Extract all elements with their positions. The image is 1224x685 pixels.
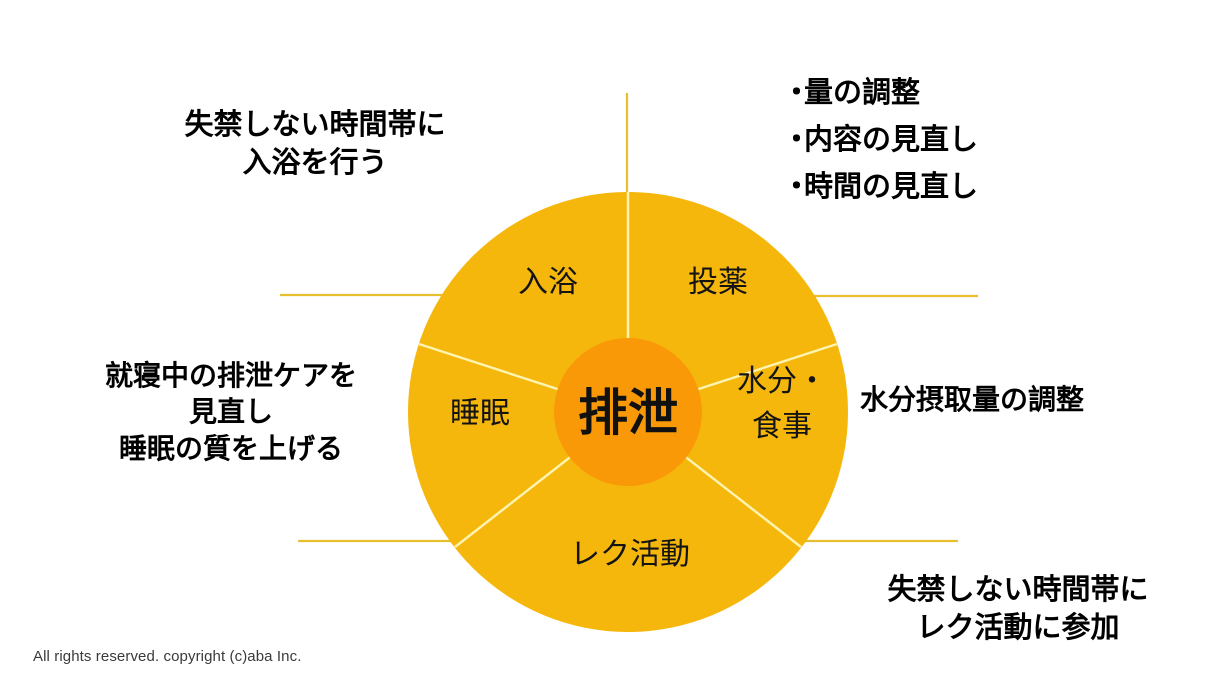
bullet-glyph-icon: ・ <box>782 123 812 156</box>
callout-medication-item-2: ・内容の見直し <box>782 117 1082 164</box>
divider-upper-right <box>627 342 838 414</box>
wheel-hub-label: 排泄 <box>578 385 678 441</box>
callout-recreation: 失禁しない時間帯に レク活動に参加 <box>887 574 1149 644</box>
callout-hydration: 水分摂取量の調整 <box>860 384 1085 415</box>
callout-medication-item-3-label: 時間の見直し <box>804 170 979 203</box>
callout-sleep: 就寝中の排泄ケアを 見直し 睡眠の質を上げる <box>104 360 357 464</box>
wheel-segment-dividers <box>418 192 838 548</box>
copyright-footer: All rights reserved. copyright (c)aba In… <box>33 648 302 665</box>
callout-medication-item-1-label: 量の調整 <box>804 77 921 109</box>
callout-medication: ・量の調整 ・内容の見直し ・時間の見直し <box>782 70 1082 211</box>
bullet-glyph-icon: ・ <box>782 77 812 109</box>
divider-lower-left <box>454 411 629 548</box>
callout-medication-item-1: ・量の調整 <box>782 70 1082 117</box>
bullet-glyph-icon: ・ <box>782 170 812 203</box>
callout-medication-item-2-label: 内容の見直し <box>804 123 979 156</box>
wheel-outer-circle <box>408 192 848 632</box>
callout-medication-list: ・量の調整 ・内容の見直し ・時間の見直し <box>782 70 1082 211</box>
divider-upper-left <box>418 342 629 414</box>
wheel-segment-label-hydration-line1: 水分・ <box>737 365 827 398</box>
callout-medication-item-3: ・時間の見直し <box>782 164 1082 211</box>
wheel-segment-label-hydration-line2: 食事 <box>752 410 812 443</box>
divider-lower-right <box>627 411 802 548</box>
wheel-segment-label-sleep: 睡眠 <box>450 397 510 430</box>
callout-bathing: 失禁しない時間帯に 入浴を行う <box>184 109 446 179</box>
wheel-segment-label-recreation: レク活動 <box>570 538 690 571</box>
wheel-hub-circle <box>554 338 702 486</box>
wheel-segment-label-bathing: 入浴 <box>518 266 578 299</box>
wheel-segment-label-medication: 投薬 <box>688 266 748 299</box>
